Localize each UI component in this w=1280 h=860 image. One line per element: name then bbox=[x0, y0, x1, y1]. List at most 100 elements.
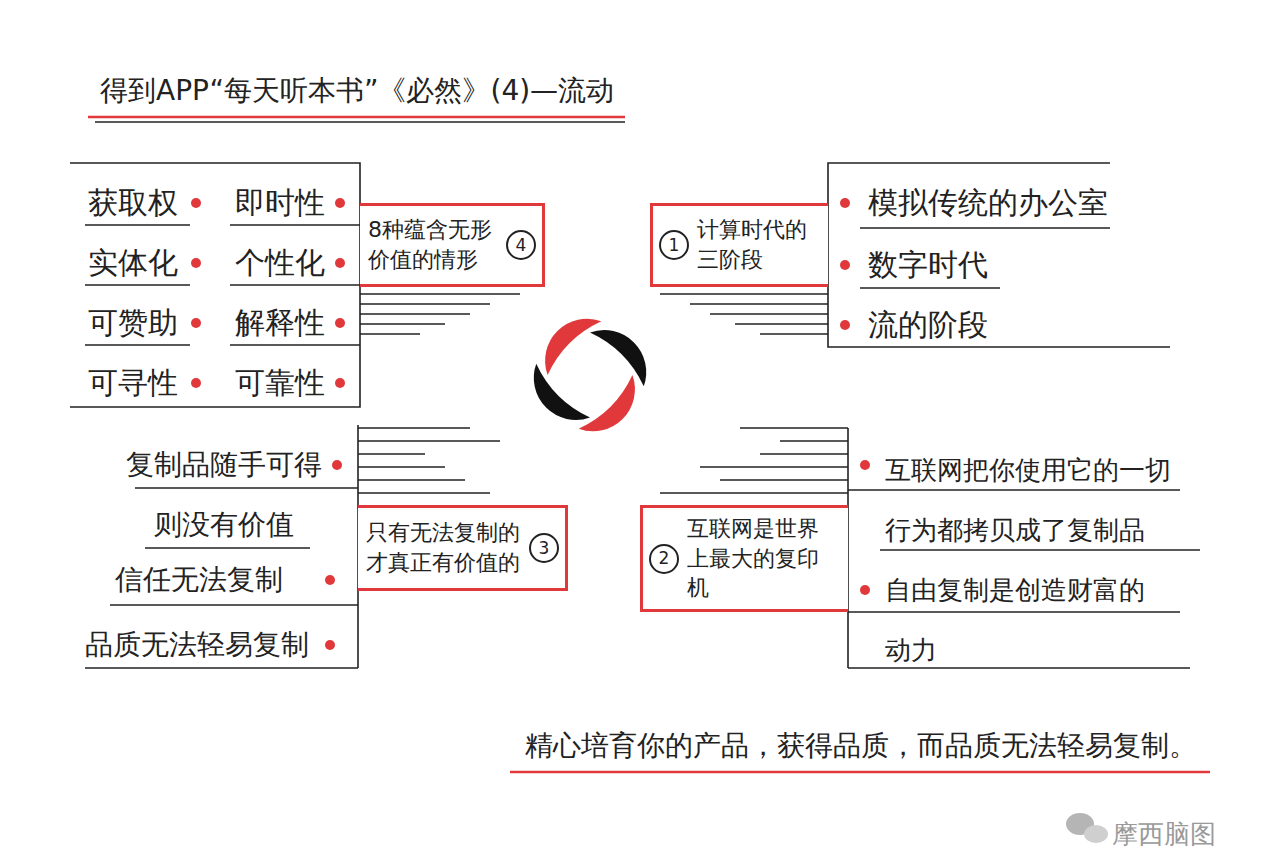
item-text: 获取权 bbox=[88, 183, 178, 223]
bullet-dot bbox=[335, 258, 345, 268]
item-underline bbox=[145, 547, 310, 549]
item-text: 解释性 bbox=[235, 303, 325, 343]
logo-crescent bbox=[531, 304, 602, 375]
item-underline bbox=[135, 487, 358, 489]
stair-line bbox=[358, 492, 490, 494]
item-text: 实体化 bbox=[88, 243, 178, 283]
number-circle: 3 bbox=[529, 533, 559, 563]
stair-line bbox=[360, 293, 520, 295]
stair-line bbox=[358, 479, 465, 481]
stair-line bbox=[700, 466, 848, 468]
item-underline bbox=[848, 667, 1190, 669]
logo-crescent bbox=[579, 375, 650, 446]
bullet-dot bbox=[840, 260, 850, 270]
watermark: 摩西脑图 bbox=[1112, 814, 1216, 854]
bullet-dot bbox=[860, 460, 870, 470]
caption-underline bbox=[510, 771, 1210, 774]
item-text: 数字时代 bbox=[868, 245, 988, 285]
title: 得到APP“每天听本书”《必然》(4)—流动 bbox=[100, 72, 614, 110]
wechat-icon bbox=[1066, 813, 1108, 843]
item-text: 自由复制是创造财富的动力 bbox=[885, 560, 1155, 680]
branch-text: 只有无法复制的才真正有价值的 bbox=[366, 518, 521, 577]
bullet-dot bbox=[191, 198, 201, 208]
caption: 精心培育你的产品，获得品质，而品质无法轻易复制。 bbox=[525, 727, 1197, 765]
bullet-dot bbox=[325, 640, 335, 650]
stair-line bbox=[780, 440, 848, 442]
stair-line bbox=[710, 313, 828, 315]
callout-number: 4 bbox=[516, 237, 527, 254]
bullet-dot bbox=[335, 318, 345, 328]
bullet-dot bbox=[191, 378, 201, 388]
item-text: 流的阶段 bbox=[868, 305, 988, 345]
item-underline bbox=[848, 489, 1180, 491]
bullet-dot bbox=[840, 320, 850, 330]
branch-box: 只有无法复制的才真正有价值的 3 bbox=[358, 505, 568, 591]
item-text: 互联网把你使用它的一切行为都拷贝成了复制品 bbox=[885, 440, 1185, 560]
stair-line bbox=[358, 440, 500, 442]
stair-line bbox=[358, 466, 445, 468]
branch-text: 互联网是世界上最大的复印机 bbox=[687, 514, 840, 603]
item-text: 个性化 bbox=[235, 243, 325, 283]
stair-line bbox=[760, 333, 828, 335]
branch-text: 计算时代的三阶段 bbox=[697, 215, 820, 274]
stair-line bbox=[660, 293, 828, 295]
item-underline bbox=[230, 224, 360, 226]
bullet-dot bbox=[332, 460, 342, 470]
number-circle: 2 bbox=[649, 544, 679, 574]
branch-line bbox=[70, 163, 360, 407]
item-underline bbox=[85, 344, 190, 346]
item-underline bbox=[110, 604, 358, 606]
bullet-dot bbox=[191, 318, 201, 328]
stair-line bbox=[360, 333, 420, 335]
stair-line bbox=[360, 303, 490, 305]
item-underline bbox=[230, 284, 360, 286]
branch-box: 8种蕴含无形价值的情形 4 bbox=[360, 203, 545, 287]
stair-line bbox=[735, 323, 828, 325]
bullet-dot bbox=[191, 258, 201, 268]
item-text: 品质无法轻易复制 bbox=[85, 625, 309, 665]
stair-line bbox=[720, 479, 848, 481]
item-text: 复制品随手可得则没有价值 bbox=[124, 435, 324, 555]
bullet-dot bbox=[325, 575, 335, 585]
title-underline bbox=[95, 121, 625, 123]
callout-number: 3 bbox=[539, 540, 550, 557]
item-underline bbox=[85, 667, 358, 669]
logo-crescent bbox=[590, 316, 661, 387]
callout-number: 1 bbox=[669, 237, 680, 254]
wechat-bubble bbox=[1084, 825, 1108, 843]
stair-line bbox=[358, 427, 470, 429]
item-text: 信任无法复制 bbox=[115, 560, 283, 600]
item-text: 可寻性 bbox=[88, 363, 178, 403]
stair-line bbox=[740, 427, 848, 429]
number-circle: 1 bbox=[659, 230, 689, 260]
branch-box: 计算时代的三阶段 1 bbox=[650, 203, 828, 287]
stair-line bbox=[660, 492, 848, 494]
stair-line bbox=[360, 323, 445, 325]
item-underline bbox=[860, 227, 1110, 229]
bullet-dot bbox=[860, 585, 870, 595]
bullet-dot bbox=[840, 198, 850, 208]
item-text: 即时性 bbox=[235, 183, 325, 223]
bullet-dot bbox=[335, 198, 345, 208]
item-underline bbox=[848, 611, 1180, 613]
item-text: 模拟传统的办公室 bbox=[868, 183, 1108, 223]
item-text: 可赞助 bbox=[88, 303, 178, 343]
logo-crescent bbox=[519, 364, 590, 435]
stair-line bbox=[360, 313, 470, 315]
number-circle: 4 bbox=[506, 230, 536, 260]
center-logo bbox=[519, 304, 661, 446]
stair-line bbox=[760, 453, 848, 455]
callout-number: 2 bbox=[659, 550, 670, 567]
stair-line bbox=[690, 303, 828, 305]
stair-line bbox=[358, 453, 425, 455]
item-underline bbox=[85, 284, 190, 286]
branch-line bbox=[828, 163, 1170, 347]
title-underline bbox=[88, 116, 625, 119]
item-underline bbox=[230, 344, 360, 346]
branch-box: 互联网是世界上最大的复印机 2 bbox=[640, 505, 848, 612]
item-text: 可靠性 bbox=[235, 363, 325, 403]
item-underline bbox=[880, 549, 1200, 551]
branch-text: 8种蕴含无形价值的情形 bbox=[368, 215, 498, 274]
bullet-dot bbox=[335, 378, 345, 388]
